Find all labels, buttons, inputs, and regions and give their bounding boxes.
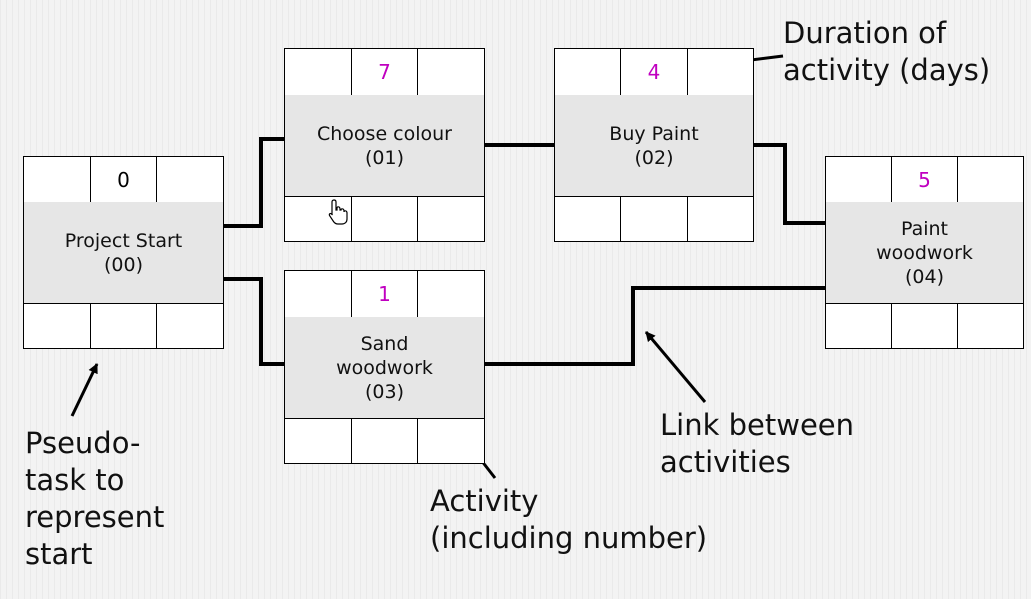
node-cell <box>621 197 688 241</box>
node-label: Project Start (00) <box>24 202 223 303</box>
activity-node-01: 7 Choose colour (01) <box>284 48 485 242</box>
node-name-cont: woodwork <box>336 356 433 379</box>
node-number: (04) <box>904 265 944 288</box>
node-cell <box>285 197 352 241</box>
annotation-link: Link between activities <box>660 407 854 481</box>
node-label: Sand woodwork (03) <box>285 317 484 418</box>
annotation-line: activity (days) <box>783 53 991 87</box>
node-cell <box>24 157 91 202</box>
annotation-line: Link between <box>660 408 855 442</box>
node-name: Sand <box>360 332 409 355</box>
node-cell <box>958 304 1023 348</box>
node-top-row: 7 <box>285 49 484 96</box>
link-00-03 <box>224 277 284 366</box>
annotation-line: Pseudo- <box>25 426 141 460</box>
node-cell <box>826 304 892 348</box>
node-cell <box>418 419 484 463</box>
node-cell <box>285 271 352 317</box>
node-bottom-row <box>285 196 484 241</box>
node-cell <box>352 419 419 463</box>
annotation-line: start <box>25 537 93 571</box>
node-cell <box>958 157 1023 202</box>
node-cell <box>24 304 91 348</box>
node-duration: 4 <box>621 49 688 95</box>
activity-node-04: 5 Paint woodwork (04) <box>825 156 1024 349</box>
link-00-01 <box>224 137 284 228</box>
pointer-arrow-pseudo <box>70 363 99 417</box>
annotation-duration: Duration of activity (days) <box>783 15 990 89</box>
node-cell <box>688 49 753 95</box>
node-cell <box>826 157 892 202</box>
node-number: (03) <box>364 380 404 403</box>
node-cell <box>352 197 419 241</box>
annotation-pseudo-task: Pseudo- task to represent start <box>25 425 164 573</box>
node-bottom-row <box>285 418 484 463</box>
node-cell <box>555 49 622 95</box>
node-bottom-row <box>826 303 1023 348</box>
node-bottom-row <box>24 303 223 348</box>
node-cell <box>418 49 484 95</box>
annotation-line: Activity <box>430 484 539 518</box>
node-cell <box>285 49 352 95</box>
node-number: (02) <box>634 146 674 169</box>
annotation-line: represent <box>25 500 165 534</box>
node-cell <box>418 197 484 241</box>
node-cell <box>892 304 958 348</box>
activity-node-02: 4 Buy Paint (02) <box>554 48 754 242</box>
hand-pointer-icon <box>327 198 351 231</box>
node-number: (01) <box>364 146 404 169</box>
annotation-line: Duration of <box>783 16 947 50</box>
node-name: Choose colour <box>316 122 452 145</box>
link-02-04 <box>754 143 825 225</box>
annotation-line: task to <box>25 463 125 497</box>
node-cell <box>285 419 352 463</box>
annotation-activity: Activity (including number) <box>430 483 707 557</box>
node-duration: 5 <box>892 157 958 202</box>
activity-node-03: 1 Sand woodwork (03) <box>284 270 485 464</box>
annotation-line: (including number) <box>430 521 708 555</box>
node-cell <box>157 157 223 202</box>
node-duration: 0 <box>91 157 158 202</box>
node-bottom-row <box>555 196 753 241</box>
node-number: (00) <box>103 253 143 276</box>
node-name-cont: woodwork <box>876 241 973 264</box>
node-top-row: 4 <box>555 49 753 96</box>
node-label: Paint woodwork (04) <box>826 202 1023 303</box>
node-label: Choose colour (01) <box>285 95 484 196</box>
activity-node-00: 0 Project Start (00) <box>23 156 224 349</box>
node-cell <box>688 197 753 241</box>
node-cell <box>91 304 158 348</box>
node-label: Buy Paint (02) <box>555 95 753 196</box>
node-cell <box>555 197 622 241</box>
node-cell <box>157 304 223 348</box>
node-top-row: 5 <box>826 157 1023 203</box>
node-top-row: 1 <box>285 271 484 318</box>
node-name: Paint <box>900 217 949 240</box>
node-top-row: 0 <box>24 157 223 203</box>
node-name: Buy Paint <box>609 122 699 145</box>
annotation-line: activities <box>660 445 791 479</box>
node-duration: 7 <box>352 49 419 95</box>
node-name: Project Start <box>64 229 183 252</box>
pointer-arrow-link <box>644 331 707 403</box>
link-03-04 <box>485 286 825 366</box>
node-duration: 1 <box>352 271 419 317</box>
node-cell <box>418 271 484 317</box>
